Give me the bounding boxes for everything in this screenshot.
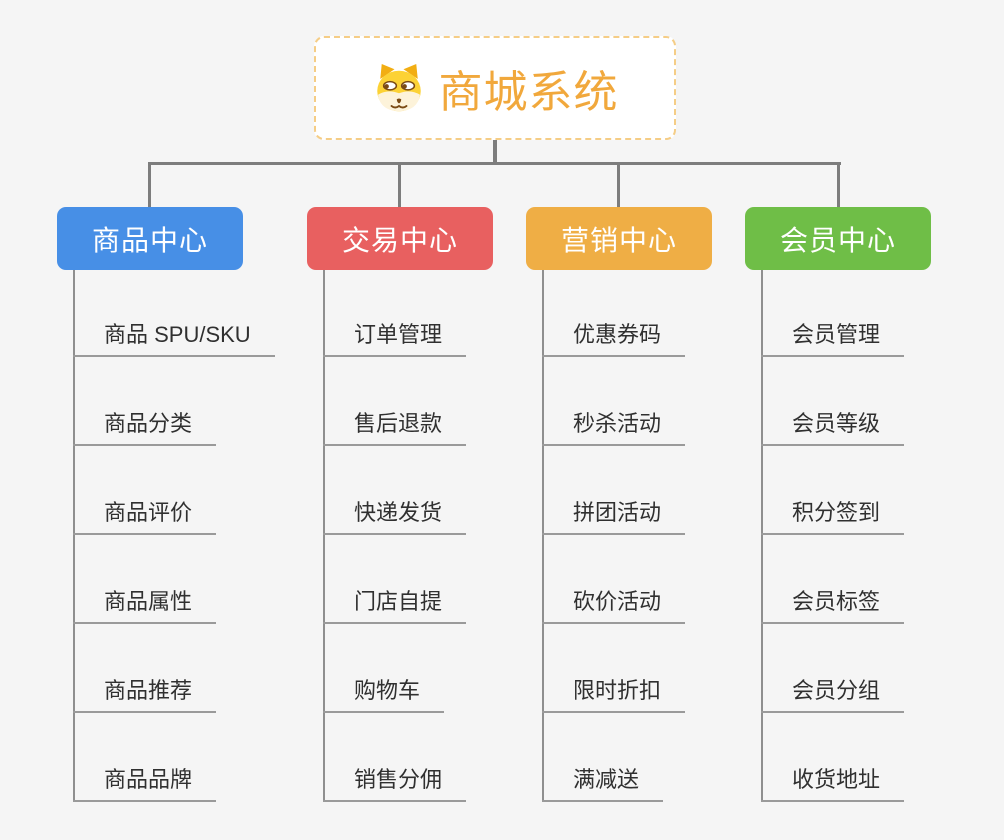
connector-drop-trade-center — [398, 164, 401, 208]
connector-trunk — [148, 162, 841, 165]
connector-spine-trade-center — [323, 270, 325, 800]
leaf-node-flash-sale[interactable]: 秒杀活动 — [542, 411, 686, 446]
leaf-node-store-pickup[interactable]: 门店自提 — [323, 589, 467, 624]
leaf-node-sales-commission[interactable]: 销售分佣 — [323, 767, 467, 802]
branch-header-trade-center[interactable]: 交易中心 — [307, 207, 493, 270]
leaf-node-member-tag[interactable]: 会员标签 — [761, 589, 905, 624]
root-node-mall-system[interactable]: 商城系统 — [314, 36, 676, 140]
leaf-node-express-delivery[interactable]: 快递发货 — [323, 500, 467, 535]
connector-drop-marketing-center — [617, 164, 620, 208]
connector-spine-marketing-center — [542, 270, 544, 800]
leaf-node-shipping-address[interactable]: 收货地址 — [761, 767, 905, 802]
leaf-node-product-attribute[interactable]: 商品属性 — [73, 589, 217, 624]
connector-drop-product-center — [148, 164, 151, 208]
leaf-node-limited-time-discount[interactable]: 限时折扣 — [542, 678, 686, 713]
connector-drop-member-center — [837, 164, 840, 208]
leaf-node-product-recommend[interactable]: 商品推荐 — [73, 678, 217, 713]
leaf-node-points-checkin[interactable]: 积分签到 — [761, 500, 905, 535]
branch-header-product-center[interactable]: 商品中心 — [57, 207, 243, 270]
leaf-node-product-spu-sku[interactable]: 商品 SPU/SKU — [73, 322, 275, 357]
leaf-node-order-management[interactable]: 订单管理 — [323, 322, 467, 357]
connector-spine-product-center — [73, 270, 75, 800]
branch-header-marketing-center[interactable]: 营销中心 — [526, 207, 712, 270]
leaf-node-aftersale-refund[interactable]: 售后退款 — [323, 411, 467, 446]
branch-product-center: 商品中心 商品 SPU/SKU 商品分类 商品评价 商品属性 商品推荐 商品品牌 — [57, 207, 287, 807]
leaf-node-member-level[interactable]: 会员等级 — [761, 411, 905, 446]
connector-spine-member-center — [761, 270, 763, 800]
branch-member-center: 会员中心 会员管理 会员等级 积分签到 会员标签 会员分组 收货地址 — [745, 207, 975, 807]
branch-header-member-center[interactable]: 会员中心 — [745, 207, 931, 270]
leaf-node-group-buy[interactable]: 拼团活动 — [542, 500, 686, 535]
leaf-node-member-group[interactable]: 会员分组 — [761, 678, 905, 713]
leaf-node-product-review[interactable]: 商品评价 — [73, 500, 217, 535]
dog-face-icon — [372, 61, 426, 115]
branch-trade-center: 交易中心 订单管理 售后退款 快递发货 门店自提 购物车 销售分佣 — [307, 207, 537, 807]
leaf-node-product-brand[interactable]: 商品品牌 — [73, 767, 217, 802]
root-node-title: 商城系统 — [438, 68, 619, 117]
branch-marketing-center: 营销中心 优惠券码 秒杀活动 拼团活动 砍价活动 限时折扣 满减送 — [526, 207, 756, 807]
leaf-node-spend-and-save[interactable]: 满减送 — [542, 767, 664, 802]
leaf-node-product-category[interactable]: 商品分类 — [73, 411, 217, 446]
leaf-node-bargain-activity[interactable]: 砍价活动 — [542, 589, 686, 624]
leaf-node-shopping-cart[interactable]: 购物车 — [323, 678, 445, 713]
leaf-node-coupon-code[interactable]: 优惠券码 — [542, 322, 686, 357]
leaf-node-member-management[interactable]: 会员管理 — [761, 322, 905, 357]
connector-root-stub — [493, 138, 497, 164]
